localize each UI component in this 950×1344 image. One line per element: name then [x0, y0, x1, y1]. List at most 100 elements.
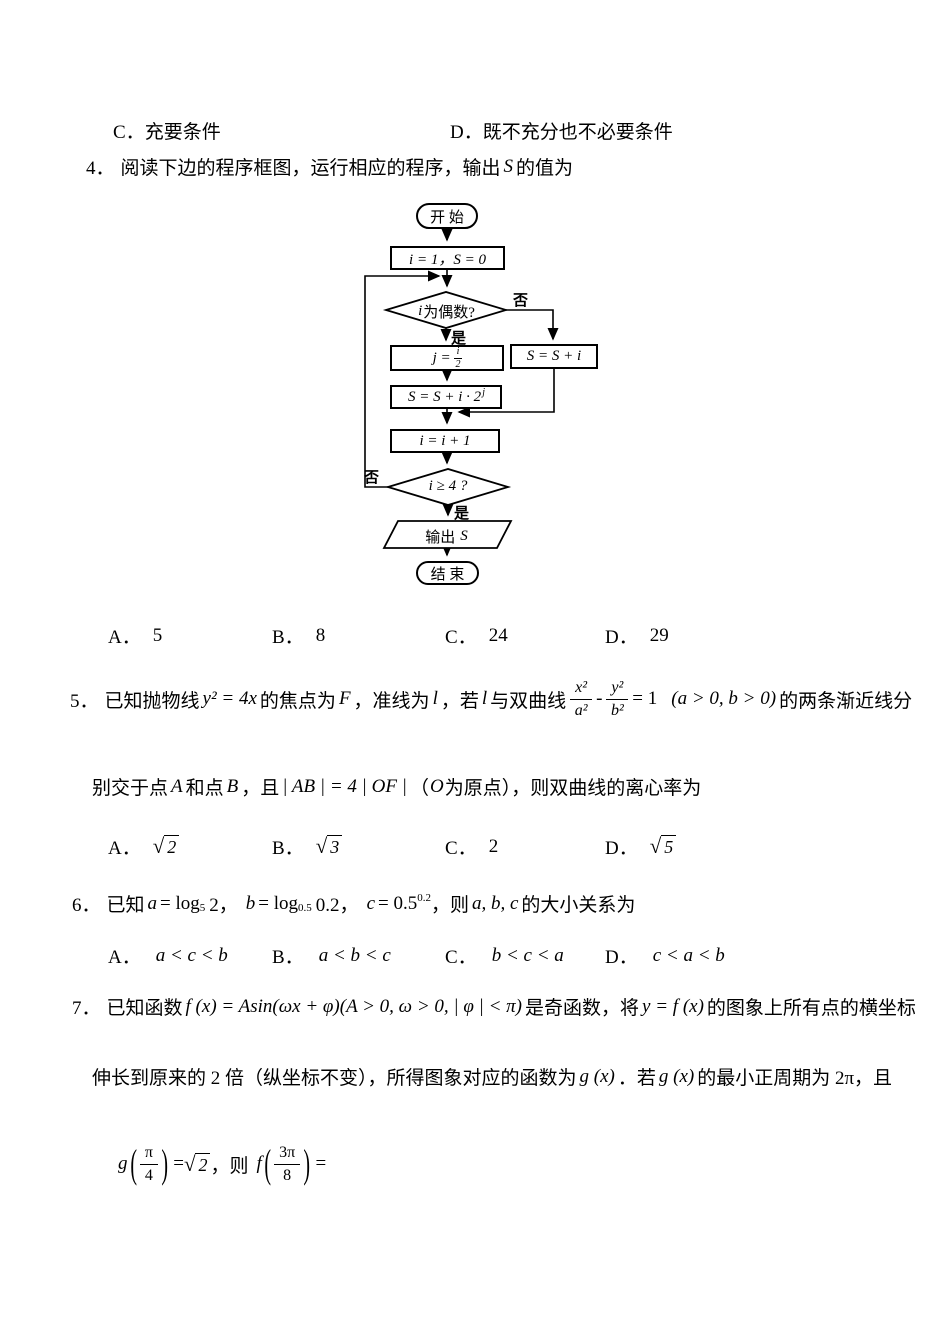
math-run: 2，	[209, 895, 238, 916]
option-text: 充要条件	[144, 122, 221, 143]
node-text: 结 束	[430, 566, 465, 583]
superscript: j	[482, 386, 485, 398]
text-run: 别交于点	[92, 778, 169, 799]
text-run: 为偶数?	[423, 305, 475, 321]
math-run: = 1	[632, 688, 658, 709]
question-number: 5．	[70, 690, 99, 712]
text-run: ，准线为	[353, 690, 430, 712]
option-text: 2	[488, 835, 499, 857]
decision-diamond-even	[382, 291, 510, 329]
right-paren: )	[303, 1141, 311, 1186]
flow-cond2-text: i ≥ 4 ?	[388, 478, 508, 495]
q4-option-c: C．24	[445, 622, 508, 649]
text-run: 的焦点为	[259, 690, 336, 712]
text-run: ，则	[210, 1155, 249, 1177]
question-number: 6．	[72, 895, 101, 916]
flow-no-label: 否	[364, 470, 380, 486]
option-label: D．	[605, 627, 638, 648]
radical-sign: √	[152, 834, 165, 858]
option-label: A．	[108, 627, 141, 648]
flow-end-node: 结 束	[416, 561, 479, 585]
math-run: c	[366, 892, 375, 914]
option-text: 29	[649, 624, 669, 646]
math-run: A	[171, 775, 183, 797]
math-run: = 0.5	[378, 892, 418, 914]
q7-stem-line2: 伸长到原来的 2 倍（纵坐标不变），所得图象对应的函数为 g (x) ．若 g …	[92, 1063, 892, 1090]
option-label: A．	[108, 947, 141, 968]
flow-start-node: 开 始	[416, 203, 478, 229]
flow-init-node: i = 1，S = 0	[390, 246, 505, 270]
text-run: 伸长到原来的 2 倍（纵坐标不变），所得图象对应的函数为	[92, 1068, 577, 1089]
math-run: = log	[258, 892, 299, 914]
math-run: (a > 0, b > 0)	[671, 688, 777, 709]
node-text: 开 始	[430, 209, 464, 226]
radical-sign: √	[315, 834, 328, 858]
io-parallelogram-output	[382, 520, 513, 549]
option-text: a < b < c	[318, 944, 391, 966]
q4-option-d: D． 29	[605, 622, 669, 649]
text-run: 的两条渐近线分	[779, 690, 913, 712]
q6-option-c: C． b < c < a	[445, 942, 567, 969]
option-d-prev: D．既不充分也不必要条件	[450, 117, 673, 144]
text-run: 的大小关系为	[521, 895, 636, 916]
math-run: g (x)	[579, 1065, 615, 1087]
option-text: 既不充分也不必要条件	[482, 122, 673, 143]
question-number: 4．	[86, 158, 115, 179]
radicand: 5	[661, 835, 677, 858]
text-run: 已知函数	[106, 998, 183, 1019]
option-text: b < c < a	[491, 944, 564, 966]
flow-yes-label: 是	[454, 506, 470, 522]
flow-increment-node: i = i + 1	[390, 429, 500, 453]
node-text: i = 1，S = 0	[409, 251, 486, 268]
math-run: l	[481, 688, 488, 709]
flow-yes-label: 是	[451, 331, 467, 347]
q4-option-b: B．8	[272, 622, 325, 649]
text-run: 为原点），则双曲线的离心率为	[444, 778, 702, 799]
flow-no-label: 否	[513, 293, 529, 309]
left-paren: (	[264, 1141, 271, 1186]
fraction-denominator: a²	[574, 701, 588, 719]
option-label: C．	[445, 947, 477, 968]
math-run: =	[173, 1153, 184, 1174]
option-label: D．	[450, 122, 483, 143]
math-run: i	[418, 303, 423, 319]
text-run: ．若	[617, 1068, 656, 1089]
flow-output-text: 输出 S	[387, 526, 507, 547]
math-run: y = f (x)	[642, 995, 704, 1017]
text-run: ，则	[430, 895, 469, 916]
math-run: f	[256, 1153, 262, 1174]
q5-option-d: D．√5	[605, 833, 677, 860]
math-run: g	[118, 1153, 128, 1174]
option-label: D．	[605, 838, 638, 859]
subscript: 0.5	[298, 901, 312, 914]
node-text: i = i + 1	[419, 432, 471, 449]
q5-option-b: B．√3	[272, 833, 343, 860]
option-text: 5	[152, 624, 163, 646]
text-run: 已知	[106, 895, 145, 916]
option-text: c < a < b	[652, 944, 725, 966]
right-paren: )	[161, 1141, 168, 1186]
option-label: B．	[272, 838, 304, 859]
option-text: 8	[315, 624, 326, 646]
fraction-denominator: b²	[610, 701, 624, 719]
text-run: 与双曲线	[490, 690, 567, 712]
math-run: S	[460, 528, 468, 544]
math-run: S	[503, 155, 514, 177]
math-run: 0.2，	[315, 895, 359, 916]
option-label: C．	[445, 627, 477, 648]
text-run: 的图象上所有点的横坐标	[706, 998, 916, 1019]
superscript: 0.2	[417, 891, 431, 904]
option-label: B．	[272, 947, 304, 968]
option-label: A．	[108, 838, 141, 859]
option-text: a < c < b	[155, 944, 228, 966]
text-run: 的值为	[516, 158, 574, 179]
math-run: l	[432, 688, 438, 709]
math-run: -	[596, 688, 603, 709]
fraction-numerator: π	[139, 1144, 158, 1165]
